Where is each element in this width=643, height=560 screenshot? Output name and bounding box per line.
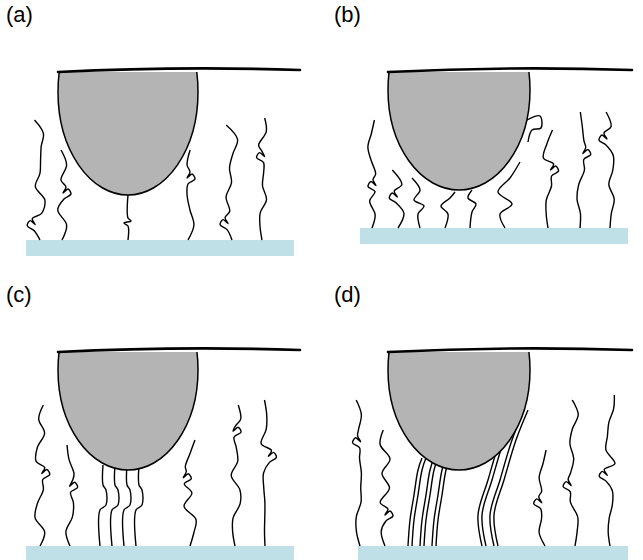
polymer-chain — [257, 118, 267, 240]
polymer-chain — [135, 465, 143, 546]
substrate — [26, 546, 294, 560]
polymer-chain — [124, 195, 131, 240]
colloid-probe — [58, 72, 198, 195]
panel-label: (c) — [6, 284, 32, 306]
polymer-chain — [432, 458, 446, 546]
polymer-chain — [220, 125, 238, 240]
polymer-chain — [99, 465, 107, 546]
polymer-chain — [27, 120, 45, 240]
panel-label: (b) — [334, 4, 361, 26]
polymer-chain — [420, 458, 434, 546]
polymer-chain — [408, 458, 422, 546]
polymer-chain — [543, 130, 559, 228]
polymer-chain — [527, 116, 542, 142]
polymer-chain — [353, 400, 362, 546]
cantilever — [388, 348, 632, 352]
polymer-chain — [231, 405, 241, 546]
polymer-chain — [534, 450, 546, 546]
polymer-chain — [577, 112, 591, 228]
polymer-chain — [424, 458, 438, 546]
cantilever — [388, 68, 632, 72]
polymer-chain — [599, 112, 614, 228]
polymer-chain — [35, 405, 50, 546]
colloid-probe — [58, 352, 198, 470]
substrate — [360, 228, 628, 244]
cantilever — [58, 68, 300, 72]
polymer-chain — [261, 400, 276, 546]
polymer-chain — [380, 430, 393, 546]
polymer-chain — [498, 162, 520, 228]
substrate — [26, 240, 294, 256]
panel-label: (a) — [6, 4, 33, 26]
polymer-chain — [563, 400, 578, 546]
polymer-chain — [66, 445, 78, 546]
polymer-chain — [183, 440, 196, 546]
polymer-chain — [441, 192, 455, 228]
polymer-chain — [58, 150, 71, 240]
polymer-chain — [412, 458, 426, 546]
polymer-chain — [599, 395, 615, 546]
polymer-chain — [123, 465, 131, 546]
polymer-chain — [389, 170, 404, 228]
polymer-chain — [187, 150, 195, 240]
polymer-chain — [436, 458, 450, 546]
polymer-chain — [368, 120, 376, 228]
panel-label: (d) — [334, 284, 361, 306]
colloid-probe — [388, 352, 530, 470]
polymer-chain — [111, 465, 119, 546]
substrate — [358, 546, 628, 560]
colloid-probe — [388, 72, 530, 190]
polymer-chain — [468, 190, 476, 228]
polymer-chain — [412, 178, 424, 228]
cantilever — [58, 348, 300, 352]
